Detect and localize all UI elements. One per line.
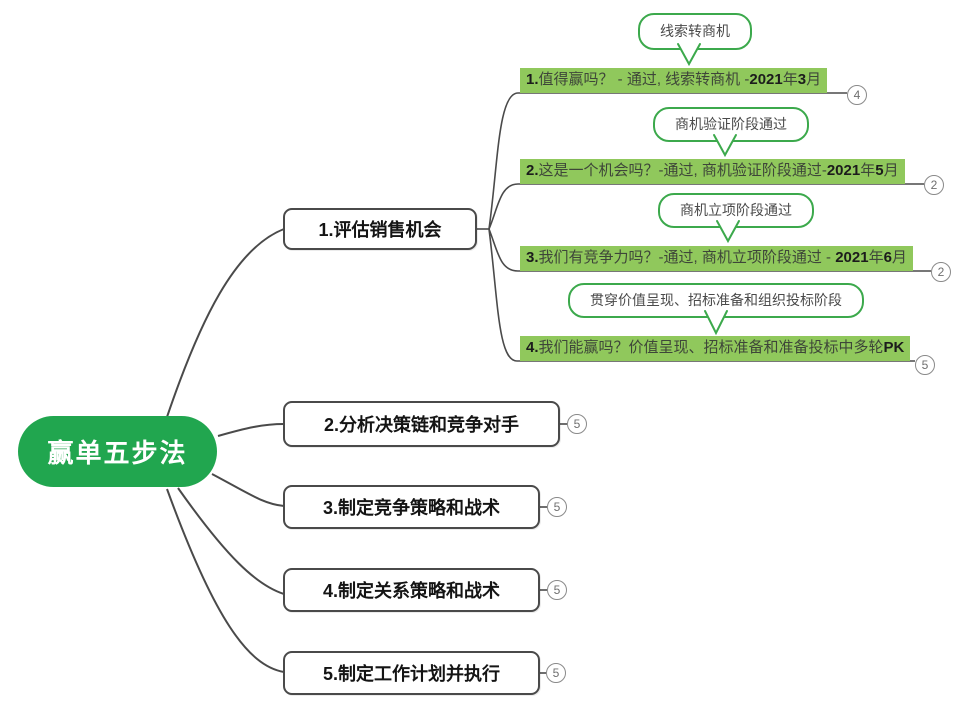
subtopic-1-1[interactable]: 1.值得赢吗？ - 通过, 线索转商机 -2021年3月: [520, 68, 828, 93]
topic-4[interactable]: 4.制定关系策略和战术: [283, 568, 540, 612]
subtopic-1-2-label: 2.这是一个机会吗？-通过, 商机验证阶段通过-2021年5月: [526, 162, 899, 179]
badge-count: 2: [930, 178, 938, 192]
expand-badge[interactable]: 5: [547, 497, 567, 517]
callout-tail: [713, 134, 737, 158]
topic-2-label: 2.分析决策链和竞争对手: [323, 415, 519, 435]
expand-badge[interactable]: 5: [915, 355, 935, 375]
subbranch-line-3: [488, 228, 931, 272]
badge-count: 5: [553, 583, 561, 597]
badge-count: 5: [573, 417, 581, 431]
subtopic-1-4[interactable]: 4.我们能赢吗？价值呈现、招标准备和准备投标中多轮PK: [520, 336, 911, 361]
topic-4-label: 4.制定关系策略和战术: [322, 581, 500, 601]
expand-badge[interactable]: 4: [847, 85, 867, 105]
subtopic-1-2[interactable]: 2.这是一个机会吗？-通过, 商机验证阶段通过-2021年5月: [520, 159, 905, 184]
callout-label: 商机验证阶段通过: [675, 116, 787, 132]
topic-2[interactable]: 2.分析决策链和竞争对手: [283, 401, 560, 447]
expand-badge[interactable]: 2: [931, 262, 951, 282]
callout-label: 贯穿价值呈现、招标准备和组织投标阶段: [590, 292, 842, 308]
root-topic-label: 赢单五步法: [47, 438, 188, 468]
expand-badge[interactable]: 5: [546, 663, 566, 683]
subtopic-1-3-label: 3.我们有竞争力吗？-通过, 商机立项阶段通过 - 2021年6月: [526, 249, 907, 266]
subbranch-line-4: [488, 228, 915, 362]
branch-line-2: [217, 423, 285, 437]
branch-line-5: [166, 488, 285, 673]
topic-1-label: 1.评估销售机会: [318, 220, 442, 240]
subtopic-1-3[interactable]: 3.我们有竞争力吗？-通过, 商机立项阶段通过 - 2021年6月: [520, 246, 913, 271]
subbranch-line-2: [488, 183, 924, 230]
callout-label: 线索转商机: [660, 23, 730, 39]
expand-badge[interactable]: 2: [924, 175, 944, 195]
subtopic-1-1-label: 1.值得赢吗？ - 通过, 线索转商机 -2021年3月: [526, 71, 822, 88]
callout-tail: [677, 43, 701, 67]
callout-approval-stage[interactable]: 商机立项阶段通过: [658, 193, 814, 228]
subtopic-1-4-label: 4.我们能赢吗？价值呈现、招标准备和准备投标中多轮PK: [526, 339, 905, 356]
root-topic[interactable]: 赢单五步法: [18, 416, 217, 487]
topic-3[interactable]: 3.制定竞争策略和战术: [283, 485, 540, 529]
callout-lead-to-opportunity[interactable]: 线索转商机: [638, 13, 752, 50]
badge-count: 2: [937, 265, 945, 279]
callout-tail: [704, 310, 728, 336]
badge-count: 5: [553, 500, 561, 514]
expand-badge[interactable]: 5: [567, 414, 587, 434]
branch-line-1: [166, 228, 285, 418]
topic-5-label: 5.制定工作计划并执行: [322, 664, 500, 684]
badge-count: 4: [853, 88, 861, 102]
branch-line-3: [211, 473, 285, 507]
branch-line-4: [177, 487, 285, 595]
topic-1[interactable]: 1.评估销售机会: [283, 208, 477, 250]
callout-label: 商机立项阶段通过: [680, 202, 792, 218]
badge-count: 5: [921, 358, 929, 372]
expand-badge[interactable]: 5: [547, 580, 567, 600]
subbranch-line-1: [488, 92, 847, 230]
badge-count: 5: [552, 666, 560, 680]
callout-tail: [716, 220, 740, 244]
topic-5[interactable]: 5.制定工作计划并执行: [283, 651, 540, 695]
topic-3-label: 3.制定竞争策略和战术: [322, 498, 500, 518]
callout-bidding-stages[interactable]: 贯穿价值呈现、招标准备和组织投标阶段: [568, 283, 864, 318]
